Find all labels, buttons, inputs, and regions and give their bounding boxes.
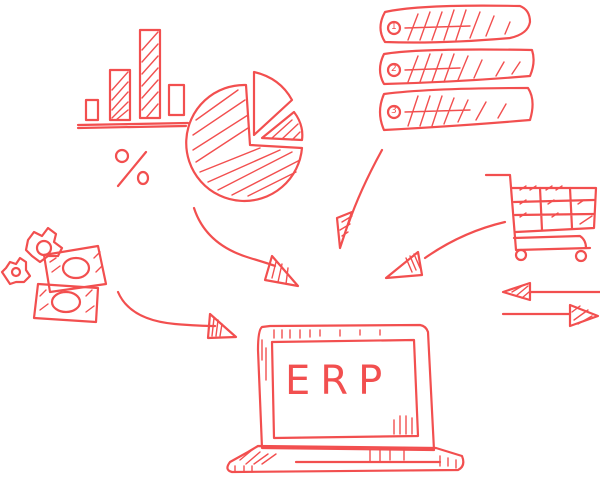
- arrow-left-icon: [501, 281, 600, 302]
- erp-label: ERP: [285, 358, 393, 404]
- pie-chart-icon: [185, 70, 304, 203]
- arrow-right-icon: [501, 303, 600, 328]
- database-layer-3-number: 3: [391, 106, 397, 116]
- banknote-icon: [32, 244, 108, 324]
- database-layer-2-number: 2: [391, 64, 397, 74]
- database-layer-1-number: 1: [391, 22, 397, 32]
- gear-icon: [0, 226, 64, 286]
- percent-icon: [114, 148, 150, 188]
- flow-arrows: [116, 148, 507, 340]
- shopping-cart-icon: [484, 173, 598, 263]
- bar-chart-icon: [76, 28, 190, 130]
- database-stack-icon: [378, 4, 535, 132]
- laptop-icon: [226, 323, 465, 474]
